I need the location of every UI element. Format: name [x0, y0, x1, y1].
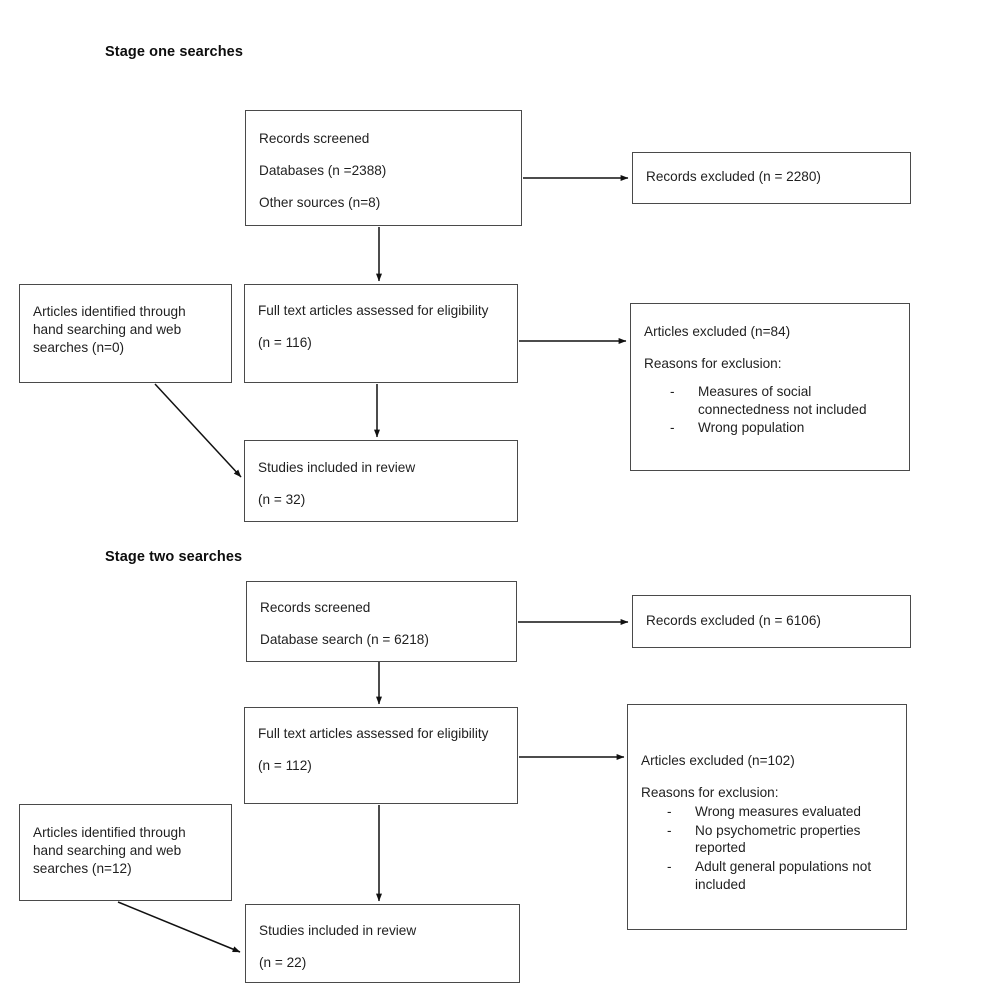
records-screened-line2-stage-one: Databases (n =2388): [259, 162, 387, 178]
records-screened-line1-stage-two: Records screened: [260, 600, 371, 615]
exclusion-reason-text: Adult general populations not included: [695, 858, 872, 892]
records-screened-box-stage-one: Records screened Databases (n =2388) Oth…: [245, 110, 522, 226]
articles-excluded-box-stage-one: Articles excluded (n=84) Reasons for exc…: [630, 303, 910, 471]
hand-search-box-stage-one: Articles identified through hand searchi…: [19, 284, 232, 383]
articles-excluded-subtitle-stage-two: Reasons for exclusion:: [641, 784, 779, 800]
bullet-dash-icon: -: [667, 858, 672, 874]
exclusion-reason-text: No psychometric properties reported: [695, 822, 861, 856]
records-screened-box-stage-two: Records screened Database search (n = 62…: [246, 581, 517, 662]
articles-excluded-box-stage-two: Articles excluded (n=102) Reasons for ex…: [627, 704, 907, 930]
arrow-handsearch-to-studies-stage-one: [154, 383, 242, 478]
records-screened-line1-stage-one: Records screened: [259, 131, 370, 146]
exclusion-reason-item: - Wrong measures evaluated: [641, 803, 898, 821]
exclusion-reason-text: Wrong population: [698, 420, 805, 436]
records-excluded-box-stage-two: Records excluded (n = 6106): [632, 595, 911, 648]
records-screened-line2-stage-two: Database search (n = 6218): [260, 631, 429, 647]
hand-search-text-stage-one: Articles identified through hand searchi…: [33, 304, 186, 355]
studies-included-line1-stage-one: Studies included in review: [258, 460, 416, 475]
studies-included-box-stage-two: Studies included in review (n = 22): [245, 904, 520, 983]
full-text-line2-stage-two: (n = 112): [258, 757, 312, 773]
studies-included-line1-stage-two: Studies included in review: [259, 923, 417, 938]
studies-included-box-stage-one: Studies included in review (n = 32): [244, 440, 518, 522]
exclusion-reason-item: - Measures of social connectedness not i…: [644, 383, 901, 418]
records-excluded-label-stage-one: Records excluded (n = 2280): [646, 169, 821, 184]
exclusion-reason-item: - Adult general populations not included: [641, 858, 898, 893]
exclusion-reasons-list-stage-one: - Measures of social connectedness not i…: [644, 383, 901, 437]
arrow-handsearch-to-studies-stage-two: [117, 901, 241, 953]
records-screened-line3-stage-one: Other sources (n=8): [259, 194, 381, 210]
records-excluded-label-stage-two: Records excluded (n = 6106): [646, 613, 821, 628]
exclusion-reason-text: Measures of social connectedness not inc…: [698, 383, 867, 417]
full-text-box-stage-two: Full text articles assessed for eligibil…: [244, 707, 518, 804]
bullet-dash-icon: -: [667, 822, 672, 838]
hand-search-text-stage-two: Articles identified through hand searchi…: [33, 825, 186, 876]
full-text-line2-stage-one: (n = 116): [258, 334, 312, 350]
exclusion-reason-item: - Wrong population: [644, 419, 901, 437]
full-text-line1-stage-two: Full text articles assessed for eligibil…: [258, 726, 489, 741]
articles-excluded-subtitle-stage-one: Reasons for exclusion:: [644, 355, 782, 371]
articles-excluded-title-stage-two: Articles excluded (n=102): [641, 753, 795, 768]
bullet-dash-icon: -: [670, 420, 675, 436]
bullet-dash-icon: -: [670, 383, 675, 399]
exclusion-reason-item: - No psychometric properties reported: [641, 822, 898, 857]
full-text-box-stage-one: Full text articles assessed for eligibil…: [244, 284, 518, 383]
full-text-line1-stage-one: Full text articles assessed for eligibil…: [258, 303, 489, 318]
exclusion-reasons-list-stage-two: - Wrong measures evaluated - No psychome…: [641, 803, 898, 893]
studies-included-line2-stage-one: (n = 32): [258, 491, 306, 507]
studies-included-line2-stage-two: (n = 22): [259, 954, 307, 970]
hand-search-box-stage-two: Articles identified through hand searchi…: [19, 804, 232, 901]
stage-one-heading: Stage one searches: [105, 44, 244, 60]
exclusion-reason-text: Wrong measures evaluated: [695, 803, 861, 819]
records-excluded-box-stage-one: Records excluded (n = 2280): [632, 152, 911, 204]
articles-excluded-title-stage-one: Articles excluded (n=84): [644, 324, 791, 339]
stage-two-heading: Stage two searches: [105, 549, 243, 565]
bullet-dash-icon: -: [667, 803, 672, 819]
